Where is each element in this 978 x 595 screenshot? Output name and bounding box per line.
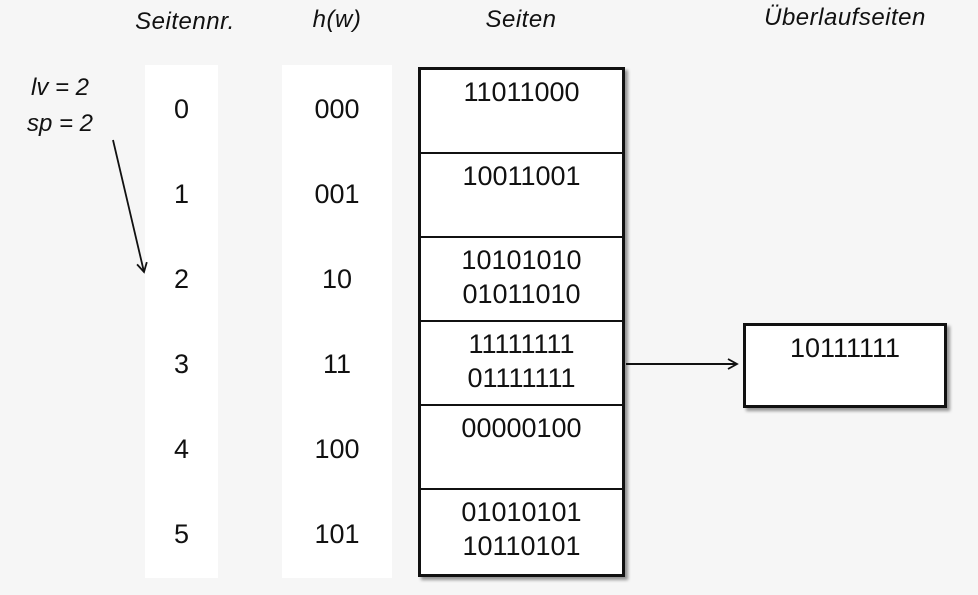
column-header-hash: h(w): [312, 6, 362, 33]
column-header-pages: Seiten: [485, 6, 557, 33]
split-pointer-arrow: [112, 139, 148, 274]
page-entry: 10011001: [462, 161, 581, 191]
page-entry: 10101010: [461, 245, 582, 275]
page-cell: 10101010 01011010: [421, 238, 622, 322]
page-number-label: 2: [173, 264, 190, 294]
page-number-label: 5: [173, 519, 190, 549]
page-entry: 00000100: [461, 413, 582, 443]
hash-value-label: 11: [322, 349, 352, 379]
hash-value-label: 101: [314, 519, 360, 549]
hash-column-strip: [282, 65, 392, 578]
overflow-page-entry: 10111111: [789, 333, 901, 363]
column-header-page-number: Seitennr.: [135, 8, 235, 35]
page-number-column-strip: [145, 65, 218, 578]
page-entry: 10110101: [462, 531, 581, 561]
page-number-label: 4: [173, 434, 190, 464]
page-entry: 11111111: [468, 329, 575, 359]
page-entry: 01011010: [462, 279, 581, 309]
pages-table: 11011000 10011001 10101010 01011010 1111…: [418, 67, 625, 577]
page-cell: 10011001: [421, 154, 622, 238]
page-entry: 01111111: [467, 363, 576, 393]
state-annotation: lv = 2 sp = 2: [8, 70, 112, 142]
page-number-label: 0: [173, 94, 190, 124]
page-cell: 11111111 01111111: [421, 322, 622, 406]
page-number-label: 3: [173, 349, 190, 379]
page-cell: 00000100: [421, 406, 622, 490]
hash-value-label: 000: [314, 94, 360, 124]
page-cell: 01010101 10110101: [421, 490, 622, 574]
page-number-label: 1: [173, 179, 190, 209]
hash-value-label: 001: [314, 179, 360, 209]
page-entry: 01010101: [461, 497, 582, 527]
hash-value-label: 100: [314, 434, 360, 464]
overflow-page-box: 10111111: [743, 323, 947, 408]
sp-value-label: sp = 2: [26, 110, 94, 137]
lv-value-label: lv = 2: [30, 74, 90, 101]
page-entry: 11011000: [463, 77, 580, 107]
hash-value-label: 10: [321, 264, 353, 294]
page-cell: 11011000: [421, 70, 622, 154]
column-header-overflow-pages: Überlaufseiten: [764, 4, 926, 31]
